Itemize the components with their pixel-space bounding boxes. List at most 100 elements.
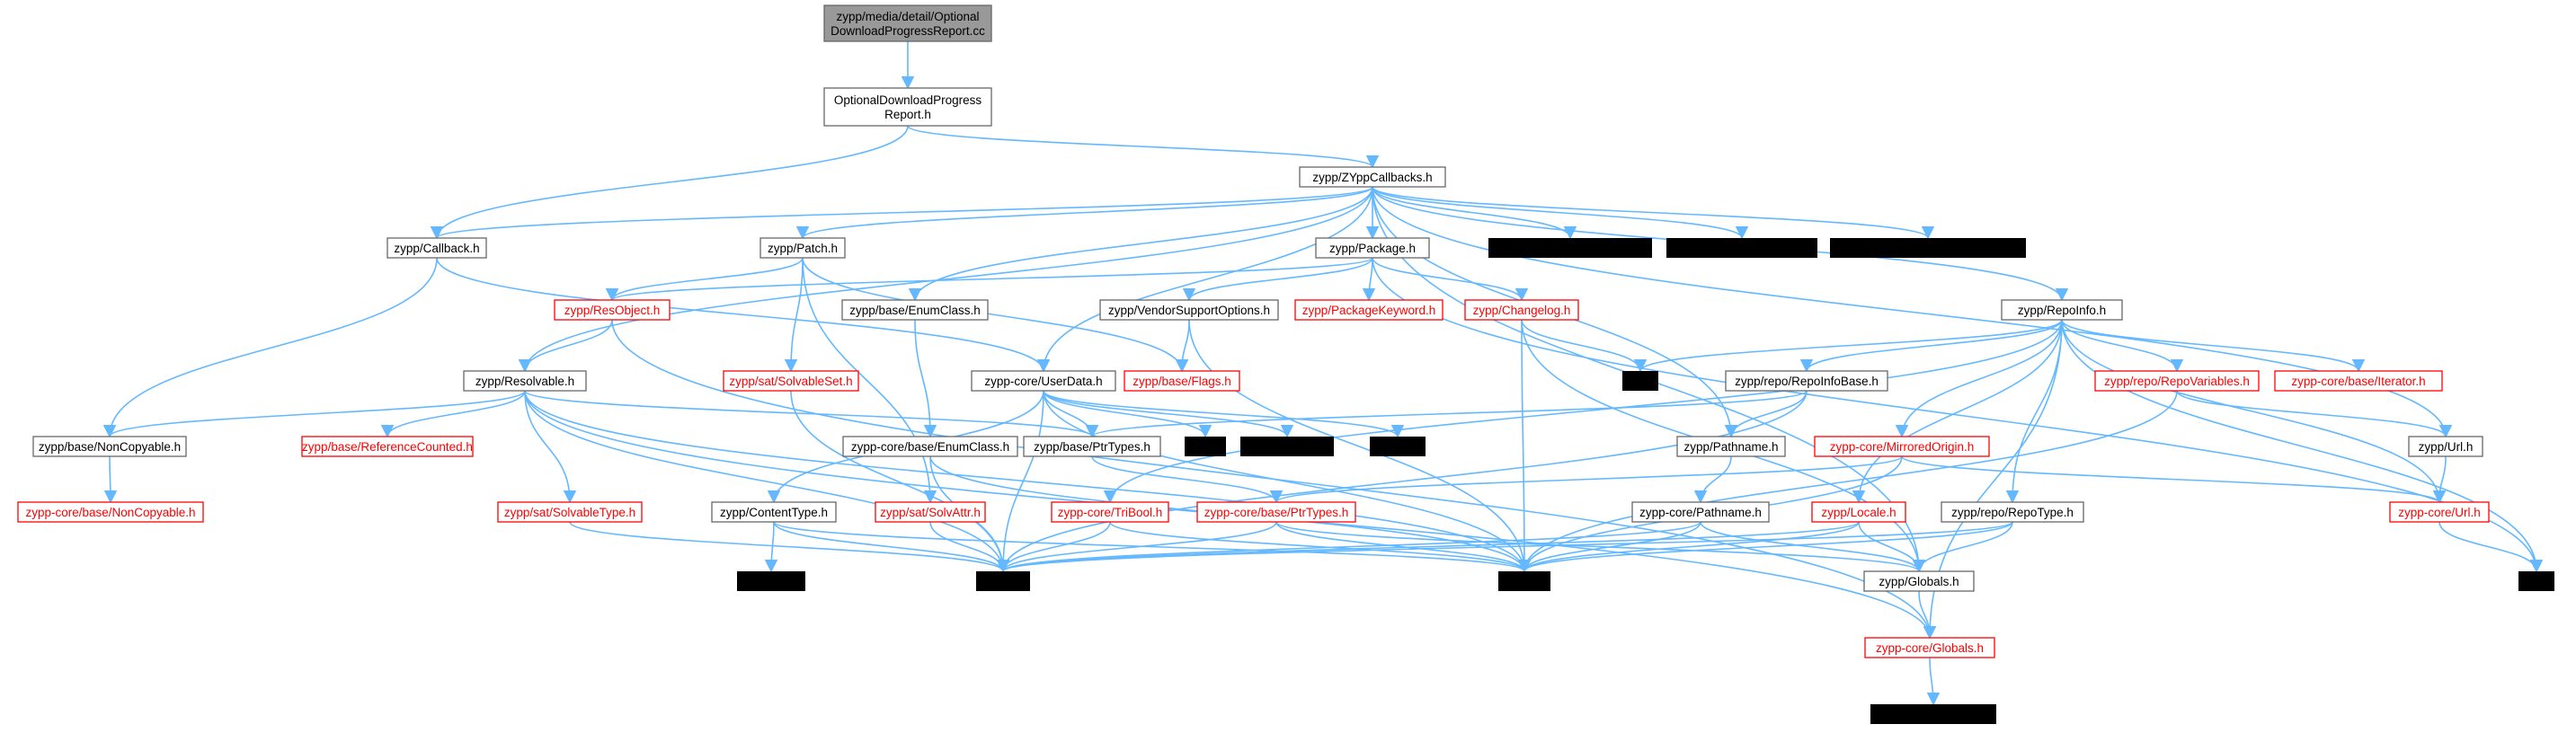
- edge-patch-to-flags: [802, 257, 1189, 373]
- node-tribool[interactable]: zypp-core/TriBool.h: [1051, 501, 1169, 523]
- edge-pathname-to-corepathname: [1693, 455, 1732, 504]
- edge-contenttype-to-iosfwd: [773, 521, 1010, 573]
- node-apiconfig: zypp-core/APIConfig.h: [1870, 704, 1996, 724]
- node-box: [1666, 238, 1817, 258]
- node-packagekeyword[interactable]: zypp/PackageKeyword.h: [1294, 299, 1443, 321]
- node-vendorsupport[interactable]: zypp/VendorSupportOptions.h: [1099, 299, 1279, 321]
- node-label: zypp-core/Pathname.h: [1639, 506, 1762, 519]
- node-flags[interactable]: zypp/base/Flags.h: [1124, 370, 1240, 392]
- node-coreenumclass[interactable]: zypp-core/base/EnumClass.h: [842, 436, 1018, 457]
- node-boostany: boost/any.hpp: [1240, 437, 1334, 456]
- node-coreptrtypes[interactable]: zypp-core/base/PtrTypes.h: [1196, 501, 1356, 523]
- edge-repotype-to-iosfwd: [997, 521, 2013, 573]
- node-label: zypp/repo/RepoType.h: [1951, 506, 2074, 519]
- node-list: list: [1622, 371, 1658, 391]
- node-label: zypp-core/UserData.h: [984, 375, 1102, 388]
- node-package[interactable]: zypp/Package.h: [1315, 237, 1430, 259]
- node-solvabletype[interactable]: zypp/sat/SolvableType.h: [497, 501, 643, 523]
- node-corenoncopyable[interactable]: zypp-core/base/NonCopyable.h: [17, 501, 204, 523]
- node-resolvable[interactable]: zypp/Resolvable.h: [463, 370, 587, 392]
- edge-locale-to-string: [1517, 521, 1860, 573]
- node-label: zypp-core/ui/ProgressData: [1498, 242, 1642, 255]
- node-box: [1370, 437, 1426, 456]
- edge-coreglobals-to-apiconfig: [1926, 657, 1941, 706]
- node-label: zypp/PackageKeyword.h: [1302, 304, 1436, 317]
- node-repoinfobase[interactable]: zypp/repo/RepoInfoBase.h: [1725, 370, 1888, 392]
- node-solvattr[interactable]: zypp/sat/SolvAttr.h: [875, 501, 986, 523]
- node-zyppcb[interactable]: zypp/ZYppCallbacks.h: [1299, 166, 1446, 188]
- node-userdata[interactable]: zypp-core/UserData.h: [971, 370, 1116, 392]
- node-globals[interactable]: zypp/Globals.h: [1863, 570, 1975, 592]
- node-box: [301, 436, 474, 457]
- edge-repoinfobase-to-iosfwd: [996, 390, 1808, 573]
- node-resobject[interactable]: zypp/ResObject.h: [554, 299, 671, 321]
- edge-layer: [102, 41, 2544, 706]
- node-repovariables[interactable]: zypp/repo/RepoVariables.h: [2094, 370, 2260, 392]
- node-label: zypp/Resolvable.h: [475, 375, 574, 388]
- node-pathname[interactable]: zypp/Pathname.h: [1676, 436, 1786, 457]
- node-root[interactable]: zypp/media/detail/OptionalDownloadProgre…: [823, 4, 992, 42]
- node-coreurl[interactable]: zypp-core/Url.h: [2389, 501, 2490, 523]
- node-box: [875, 501, 986, 523]
- edge-coreptrtypes-to-globals: [1275, 521, 1925, 573]
- node-callback[interactable]: zypp/Callback.h: [386, 237, 487, 259]
- node-label: zypp/sat/SolvAttr.h: [880, 506, 981, 519]
- node-label: zypp-core/TriBool.h: [1058, 506, 1163, 519]
- node-label: zypp/RepoInfo.h: [2018, 304, 2106, 317]
- node-label: zypp/base/PtrTypes.h: [1034, 440, 1150, 454]
- node-label: Report.h: [884, 108, 931, 121]
- node-enumclass[interactable]: zypp/base/EnumClass.h: [841, 299, 989, 321]
- node-authdata: zypp-media/auth/AuthData: [1666, 238, 1817, 258]
- node-label: zypp/base/ReferenceCounted.h: [302, 440, 473, 454]
- node-repoinfo[interactable]: zypp/RepoInfo.h: [2001, 299, 2123, 321]
- edge-repovariables-to-string: [1517, 390, 2178, 573]
- node-label: zypp-core/base/PtrTypes.h: [1204, 506, 1349, 519]
- node-box: [1488, 238, 1652, 258]
- node-repotype[interactable]: zypp/repo/RepoType.h: [1941, 501, 2084, 523]
- node-label: zypp-core/MirroredOrigin.h: [1830, 440, 1975, 454]
- edge-tribool-to-iosfwd: [996, 521, 1111, 573]
- node-patch[interactable]: zypp/Patch.h: [759, 237, 846, 259]
- node-box: [2389, 501, 2490, 523]
- node-contenttype[interactable]: zypp/ContentType.h: [711, 501, 837, 523]
- edge-repoinfo-to-locale: [1852, 319, 2063, 504]
- node-mirroredorigin[interactable]: zypp-core/MirroredOrigin.h: [1814, 436, 1990, 457]
- node-box: [1863, 570, 1975, 592]
- node-iterator[interactable]: zypp-core/base/Iterator.h: [2274, 370, 2443, 392]
- node-label: zypp-core/Globals.h: [1876, 641, 1984, 655]
- node-progressdata: zypp-core/ui/ProgressData: [1488, 238, 1652, 258]
- node-noncopyable[interactable]: zypp/base/NonCopyable.h: [32, 436, 187, 457]
- node-box: [976, 571, 1030, 591]
- edge-patch-to-solvableset: [784, 257, 804, 373]
- node-set: set: [2518, 571, 2554, 591]
- node-box: [723, 370, 859, 392]
- node-corepathname[interactable]: zypp-core/Pathname.h: [1631, 501, 1770, 523]
- edge-zyppcb-to-patch: [796, 186, 1373, 240]
- node-label: zypp-core/base/NonCopyable.h: [25, 506, 195, 519]
- node-box: [2094, 370, 2260, 392]
- node-label: zypp/ResObject.h: [564, 304, 661, 317]
- edge-contenttype-to-string: [773, 521, 1531, 573]
- node-url[interactable]: zypp/Url.h: [2408, 436, 2483, 457]
- edge-resolvable-to-solvabletype: [524, 390, 577, 504]
- node-ptrtypes[interactable]: zypp/base/PtrTypes.h: [1023, 436, 1161, 457]
- node-box: [1124, 370, 1240, 392]
- node-coreglobals[interactable]: zypp-core/Globals.h: [1864, 637, 1995, 658]
- node-box: [1941, 501, 2084, 523]
- edge-package-to-vendorsupport: [1182, 257, 1373, 302]
- edge-repoinfo-to-iterator: [2061, 319, 2366, 373]
- node-label: zypp/Globals.h: [1879, 575, 1959, 588]
- edge-patch-to-solvattr: [802, 257, 937, 504]
- node-changelog[interactable]: zypp/Changelog.h: [1464, 299, 1579, 321]
- node-solvableset[interactable]: zypp/sat/SolvableSet.h: [723, 370, 859, 392]
- node-map: map: [1185, 437, 1226, 456]
- node-box: [1099, 299, 1279, 321]
- node-locale[interactable]: zypp/Locale.h: [1811, 501, 1906, 523]
- edge-resolvable-to-refcounted: [380, 390, 526, 438]
- edge-odpr-to-callback: [430, 125, 909, 240]
- node-refcounted[interactable]: zypp/base/ReferenceCounted.h: [301, 436, 474, 457]
- node-box: [2408, 436, 2483, 457]
- edge-repoinfo-to-mirroredorigin: [1895, 319, 2063, 438]
- edge-vendorsupport-to-string: [1188, 319, 1532, 573]
